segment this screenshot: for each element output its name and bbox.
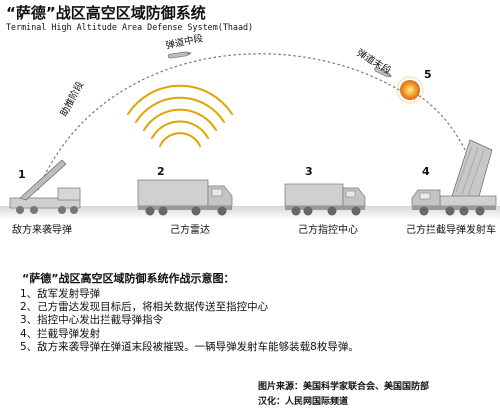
- description-list: 1、敌军发射导弹 2、己方雷达发现目标后，将相关数据传送至指控中心 3、指控中心…: [14, 288, 494, 354]
- list-item: 4、拦截导弹发射: [20, 327, 101, 340]
- stage-label-enemy-missile: 敌方来袭导弹: [12, 225, 72, 236]
- stage-number-3: 3: [305, 165, 313, 178]
- page-subtitle: Terminal High Altitude Area Defense Syst…: [6, 22, 254, 32]
- page-title: “萨德”战区高空区域防御系统: [6, 4, 206, 22]
- radar-wave-icon: [127, 84, 233, 147]
- ground: [0, 206, 500, 220]
- list-item: 3、指控中心发出拦截导弹指令: [20, 314, 164, 327]
- explosion-icon: [400, 80, 420, 100]
- list-item: 1、敌军发射导弹: [20, 288, 101, 300]
- enemy-launcher-icon: [9, 159, 81, 214]
- stage-number-1: 1: [18, 168, 26, 181]
- translation-credit: 汉化：人民网国际频道: [258, 397, 349, 407]
- list-item: 2、己方雷达发现目标后，将相关数据传送至指控中心: [20, 301, 269, 314]
- radar-truck-icon: [137, 179, 233, 216]
- stage-number-4: 4: [422, 165, 430, 178]
- list-item: 5、敌方来袭导弹在弹道末段被摧毁。一辆导弹发射车能够装载8枚导弹。: [20, 340, 359, 353]
- stage-number-5: 5: [424, 68, 432, 81]
- terminal-missile-icon: [374, 67, 392, 78]
- enemy-trajectory: [37, 53, 416, 191]
- interceptor-launcher-icon: [411, 139, 497, 216]
- stage-label-radar: 己方雷达: [170, 225, 210, 236]
- diagram-canvas: [0, 51, 500, 220]
- interceptor-trajectory: [417, 94, 466, 151]
- stage-number-2: 2: [157, 165, 165, 178]
- image-source-credit: 图片来源：美国科学家联合会、美国国防部: [258, 382, 430, 392]
- midcourse-missile-icon: [167, 51, 192, 59]
- stage-label-command-center: 己方指控中心: [298, 225, 358, 236]
- description-title: “萨德”战区高空区域防御系统作战示意图：: [22, 272, 235, 285]
- description-block: “萨德”战区高空区域防御系统作战示意图： 1、敌军发射导弹 2、己方雷达发现目标…: [14, 270, 494, 354]
- command-truck-icon: [284, 183, 366, 216]
- stage-label-interceptor-launcher: 己方拦截导弹发射车: [406, 225, 496, 236]
